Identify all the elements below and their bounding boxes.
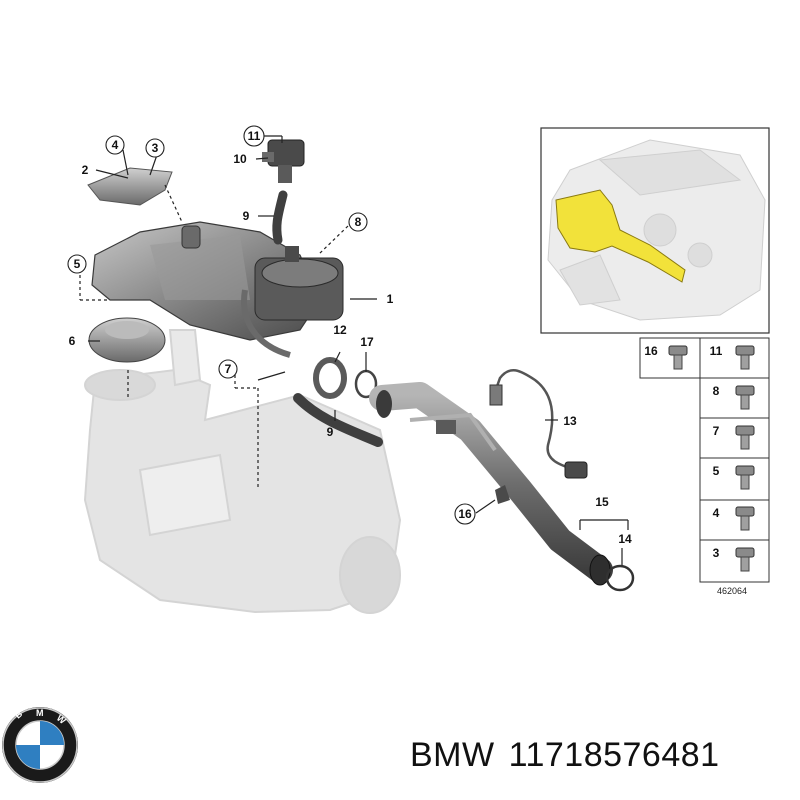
hardware-label: 5 <box>713 464 720 478</box>
callout-c11: 11 <box>243 125 265 147</box>
temperature-sensor-part <box>489 369 588 479</box>
callout-c6: 6 <box>69 334 76 348</box>
reference-code: 462064 <box>717 586 747 596</box>
fastener-icon <box>735 425 755 450</box>
o-ring-part <box>605 564 635 592</box>
callout-c1: 1 <box>387 292 394 306</box>
callout-c2: 2 <box>82 163 89 177</box>
callout-c4: 4 <box>105 135 125 155</box>
fastener-icon <box>735 506 755 531</box>
egr-cooler-part <box>91 221 344 358</box>
callout-label: 7 <box>225 362 232 376</box>
callout-label: 9 <box>243 209 250 223</box>
hose-upper-part <box>272 190 288 245</box>
leader-lines <box>79 135 629 565</box>
callout-label: 9 <box>327 425 334 439</box>
hardware-label: 11 <box>710 344 723 358</box>
hardware-label: 8 <box>713 384 720 398</box>
callout-label: 6 <box>69 334 76 348</box>
callout-c16: 16 <box>454 503 476 525</box>
callout-label: 13 <box>563 414 577 428</box>
fastener-icon <box>735 465 755 490</box>
clamp-part <box>313 357 378 399</box>
callout-label: 14 <box>618 532 632 546</box>
fastener-icon <box>668 345 688 370</box>
ghost-catalyst-shape <box>83 329 402 614</box>
callout-c12: 12 <box>333 323 347 337</box>
svg-text:B: B <box>13 708 25 720</box>
engine-outline-shape <box>547 139 766 321</box>
callout-label: 5 <box>74 257 81 271</box>
fastener-icon <box>735 547 755 572</box>
callout-circle <box>243 125 265 147</box>
callout-circle <box>145 138 165 158</box>
callout-label: 8 <box>355 215 362 229</box>
callout-label: 1 <box>387 292 394 306</box>
callout-circle <box>348 212 368 232</box>
callout-c14: 14 <box>618 532 632 546</box>
callout-c13: 13 <box>563 414 577 428</box>
callout-label: 16 <box>458 507 472 521</box>
callout-c3: 3 <box>145 138 165 158</box>
callout-c15: 15 <box>595 495 609 509</box>
bmw-logo-icon: B M W <box>2 707 78 783</box>
part-number: 11718576481 <box>508 736 720 774</box>
callout-label: 12 <box>333 323 347 337</box>
callout-circle <box>454 503 476 525</box>
highlight-egr-shape <box>555 189 686 283</box>
callout-label: 15 <box>595 495 609 509</box>
callout-label: 11 <box>248 129 261 143</box>
callout-circle <box>67 254 87 274</box>
callout-label: 10 <box>233 152 247 166</box>
hardware-label: 4 <box>713 506 720 520</box>
fastener-icon <box>735 345 755 370</box>
hardware-label: 7 <box>713 424 720 438</box>
hose-lower-part <box>293 393 383 447</box>
callout-c5: 5 <box>67 254 87 274</box>
callout-label: 2 <box>82 163 89 177</box>
pressure-sensor-part <box>262 139 305 183</box>
hardware-label: 16 <box>644 344 658 358</box>
callout-c10: 10 <box>233 152 247 166</box>
heat-shield-part <box>87 167 173 206</box>
callout-label: 3 <box>152 141 159 155</box>
callout-c9b: 9 <box>327 425 334 439</box>
callout-c8: 8 <box>348 212 368 232</box>
engine-locator-inset <box>540 127 770 334</box>
callout-circle <box>218 359 238 379</box>
hardware-label: 3 <box>713 546 720 560</box>
cover-plate-part <box>88 317 166 363</box>
callout-c7: 7 <box>218 359 238 379</box>
callout-circle <box>105 135 125 155</box>
svg-text:M: M <box>36 708 44 718</box>
callout-c17: 17 <box>360 335 374 349</box>
footer-caption: BMW 11718576481 <box>410 736 720 775</box>
brand-name: BMW <box>410 736 495 774</box>
hardware-table: 16 11 8 7 5 4 3 <box>639 337 770 583</box>
fastener-icon <box>735 385 755 410</box>
callout-label: 17 <box>360 335 374 349</box>
egr-pipe-part <box>369 382 613 586</box>
callout-label: 4 <box>112 138 119 152</box>
callout-c9a: 9 <box>243 209 250 223</box>
